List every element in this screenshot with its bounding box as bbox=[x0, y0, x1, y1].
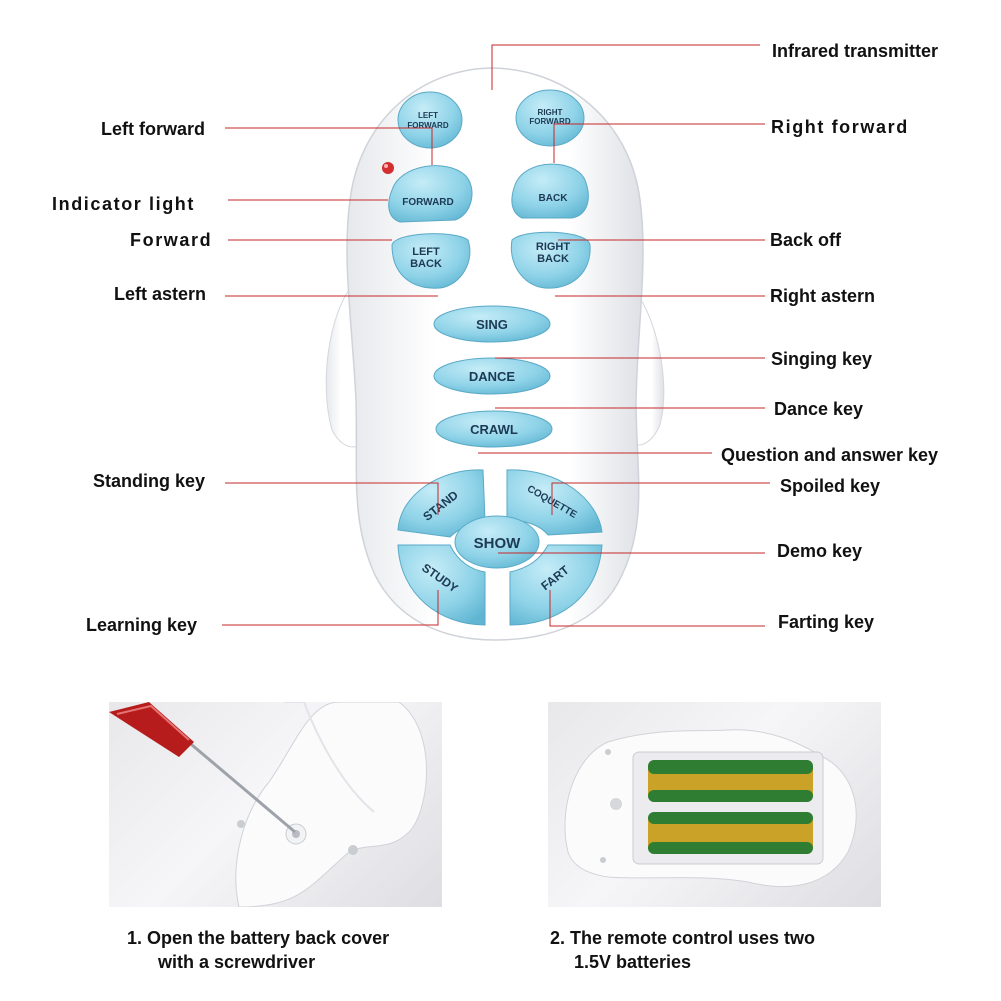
label-demo-key: Demo key bbox=[777, 541, 863, 561]
label-singing-key: Singing key bbox=[771, 349, 873, 369]
right-back-button bbox=[510, 231, 591, 289]
leader-standing bbox=[225, 482, 439, 515]
forward-text: FORWARD bbox=[402, 197, 453, 208]
label-spoiled-key: Spoiled key bbox=[780, 476, 881, 496]
indicator-light-led bbox=[382, 162, 394, 174]
leader-learning bbox=[222, 590, 439, 626]
crawl-button bbox=[435, 410, 553, 448]
caption-step-2: 2. The remote control uses two 1.5V batt… bbox=[550, 926, 815, 974]
leader-left-forward bbox=[225, 127, 433, 165]
stand-button bbox=[397, 469, 486, 538]
forward-button bbox=[388, 165, 473, 223]
label-left-forward: Left forward bbox=[101, 119, 206, 139]
left-back-text-1: LEFT bbox=[412, 246, 440, 258]
left-forward-text-2: FORWARD bbox=[407, 121, 448, 130]
sing-button bbox=[433, 305, 551, 343]
leader-spoiled bbox=[551, 482, 770, 515]
label-question-answer-key: Question and answer key bbox=[721, 445, 939, 465]
label-left-astern: Left astern bbox=[114, 284, 207, 304]
show-text: SHOW bbox=[474, 535, 522, 552]
photo-batteries-illustration bbox=[564, 729, 857, 887]
label-standing-key: Standing key bbox=[93, 471, 206, 491]
right-back-text-2: BACK bbox=[537, 253, 569, 265]
photo-open-cover-illustration bbox=[109, 702, 427, 907]
sing-text: SING bbox=[476, 317, 508, 332]
label-back-off: Back off bbox=[770, 230, 842, 250]
fart-button bbox=[509, 544, 603, 626]
crawl-text: CRAWL bbox=[470, 422, 518, 437]
label-right-astern: Right astern bbox=[770, 286, 876, 306]
caption-step-2-line-2: 1.5V batteries bbox=[574, 952, 692, 972]
caption-step-1-line-1: 1. Open the battery back cover bbox=[127, 928, 390, 948]
leader-right-forward bbox=[553, 123, 765, 163]
left-back-text-2: BACK bbox=[410, 258, 442, 270]
photo-batteries bbox=[548, 702, 881, 907]
right-back-text-1: RIGHT bbox=[536, 241, 571, 253]
leader-farting bbox=[549, 590, 765, 627]
right-forward-text-1: RIGHT bbox=[538, 108, 563, 117]
screwdriver-handle bbox=[109, 702, 194, 757]
left-forward-button bbox=[397, 91, 463, 149]
dance-button bbox=[433, 357, 551, 395]
back-text: BACK bbox=[539, 193, 569, 204]
study-button bbox=[397, 544, 486, 626]
label-learning-key: Learning key bbox=[86, 615, 198, 635]
label-forward: Forward bbox=[130, 230, 213, 250]
label-right-forward: Right forward bbox=[771, 117, 909, 137]
left-forward-text-1: LEFT bbox=[418, 111, 438, 120]
show-button bbox=[454, 515, 540, 569]
caption-step-1: 1. Open the battery back cover with a sc… bbox=[127, 926, 389, 974]
photo-open-cover bbox=[109, 702, 442, 907]
label-infrared-transmitter: Infrared transmitter bbox=[772, 41, 939, 61]
label-dance-key: Dance key bbox=[774, 399, 864, 419]
right-forward-button bbox=[515, 89, 585, 147]
back-button bbox=[511, 163, 589, 219]
leader-infrared bbox=[491, 44, 760, 90]
caption-step-2-line-1: 2. The remote control uses two bbox=[550, 928, 816, 948]
right-forward-text-2: FORWARD bbox=[529, 117, 570, 126]
left-back-button bbox=[391, 233, 471, 289]
dance-text: DANCE bbox=[469, 369, 516, 384]
label-indicator-light: Indicator light bbox=[52, 194, 195, 214]
label-farting-key: Farting key bbox=[778, 612, 875, 632]
caption-step-1-line-2: with a screwdriver bbox=[158, 952, 316, 972]
leader-lines bbox=[222, 44, 770, 627]
